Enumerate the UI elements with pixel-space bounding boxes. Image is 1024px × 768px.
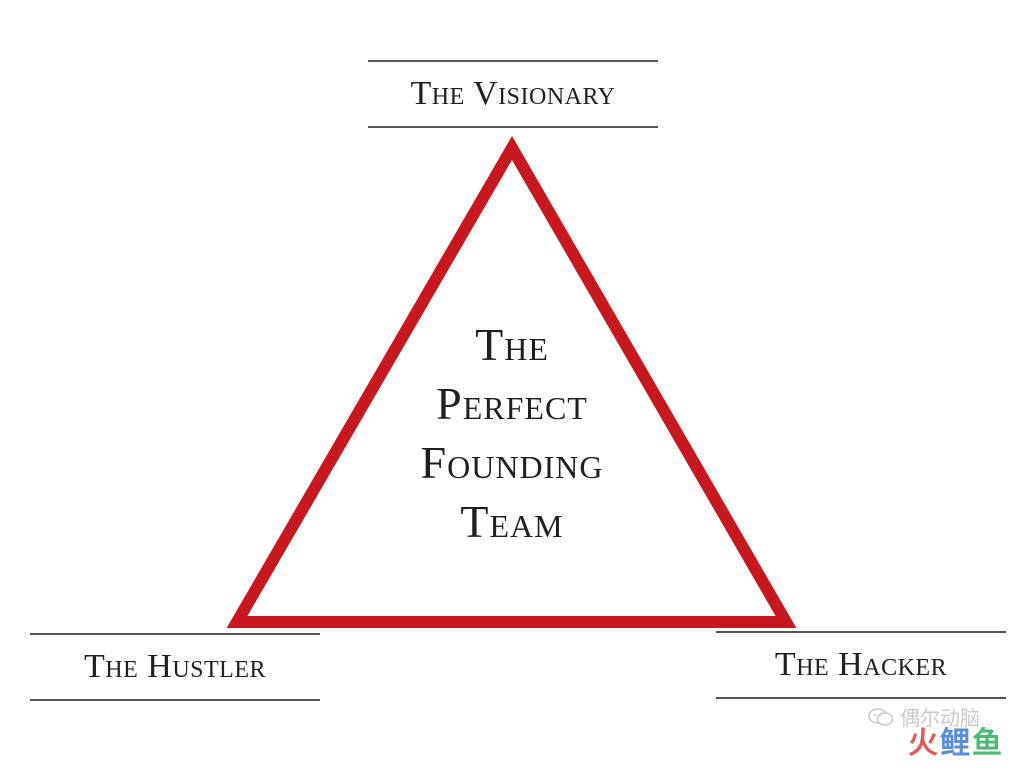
watermark-brand-char: 火 (908, 726, 940, 761)
watermark: 偶尔动脑 火鲤鱼 (824, 702, 1004, 762)
watermark-brand-char: 鲤 (940, 726, 972, 761)
watermark-brand: 火鲤鱼 (908, 718, 1004, 762)
visionary-box: The Visionary (368, 60, 658, 128)
visionary-label: The Visionary (410, 75, 616, 112)
hustler-label: The Hustler (84, 648, 266, 685)
watermark-brand-char: 鱼 (972, 726, 1004, 761)
hustler-box: The Hustler (30, 633, 320, 701)
hacker-box: The Hacker (716, 631, 1006, 699)
center-title-line: The (475, 319, 549, 370)
triangle (226, 136, 797, 628)
center-title: The Perfect Founding Team (362, 315, 662, 551)
watermark-caption-row: 偶尔动脑 (868, 702, 980, 731)
center-title-line: Team (460, 496, 564, 547)
center-title-line: Founding (420, 437, 604, 488)
hacker-label: The Hacker (774, 646, 948, 683)
center-title-line: Perfect (436, 378, 588, 429)
watermark-caption: 偶尔动脑 (900, 706, 980, 730)
wechat-icon (868, 707, 894, 726)
